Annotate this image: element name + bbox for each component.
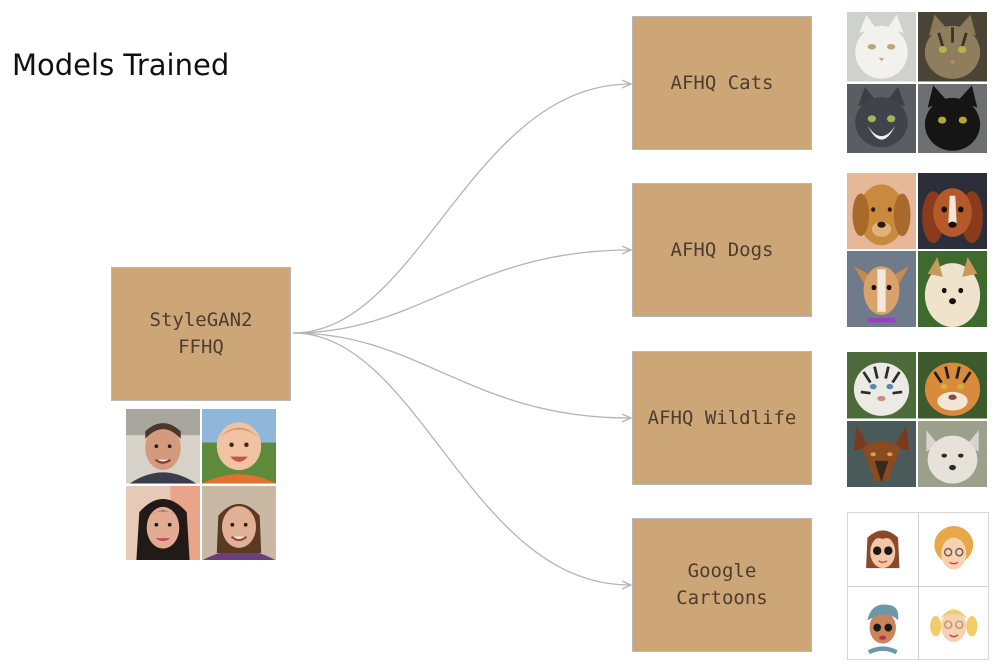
target-label: AFHQ Wildlife	[647, 406, 797, 429]
wildlife-image	[918, 352, 987, 419]
target-label: AFHQ Cats	[670, 71, 774, 94]
wildlife-image	[847, 352, 916, 419]
arrow-to-wildlife	[292, 332, 630, 418]
arrow-to-dogs	[292, 250, 630, 334]
arrow-to-cartoons	[292, 332, 630, 585]
cartoon-image	[918, 586, 988, 659]
target-box-cats: AFHQ Cats	[632, 16, 812, 150]
source-model-box: StyleGAN2 FFHQ	[111, 267, 291, 401]
dog-image	[847, 251, 916, 327]
cat-image	[847, 83, 916, 153]
target-label-line1: Google	[687, 560, 757, 582]
target-box-wildlife: AFHQ Wildlife	[632, 351, 812, 485]
target-label: AFHQ Dogs	[670, 238, 774, 261]
dog-image	[918, 251, 987, 327]
wildlife-image	[918, 420, 987, 487]
target-label-line2: Cartoons	[676, 587, 768, 609]
cartoon-image	[848, 513, 918, 586]
cartoon-image	[918, 513, 988, 586]
cat-image	[918, 83, 987, 153]
face-image	[126, 409, 200, 484]
target-box-dogs: AFHQ Dogs	[632, 183, 812, 317]
cartoons-sample-grid	[847, 512, 989, 660]
dog-image	[918, 173, 987, 249]
wildlife-sample-grid	[847, 352, 987, 487]
dogs-sample-grid	[847, 173, 987, 327]
face-image	[202, 485, 276, 560]
cats-sample-grid	[847, 12, 987, 153]
ffhq-sample-grid	[126, 409, 276, 560]
face-image	[126, 485, 200, 560]
cat-image	[847, 12, 916, 82]
cartoon-image	[848, 586, 918, 659]
wildlife-image	[847, 420, 916, 487]
cat-image	[918, 12, 987, 82]
face-image	[202, 409, 276, 484]
arrow-to-cats	[292, 84, 630, 334]
target-box-cartoons: Google Cartoons	[632, 518, 812, 652]
page-title: Models Trained	[12, 48, 230, 82]
dog-image	[847, 173, 916, 249]
source-model-line2: FFHQ	[178, 336, 224, 358]
source-model-line1: StyleGAN2	[149, 309, 253, 331]
